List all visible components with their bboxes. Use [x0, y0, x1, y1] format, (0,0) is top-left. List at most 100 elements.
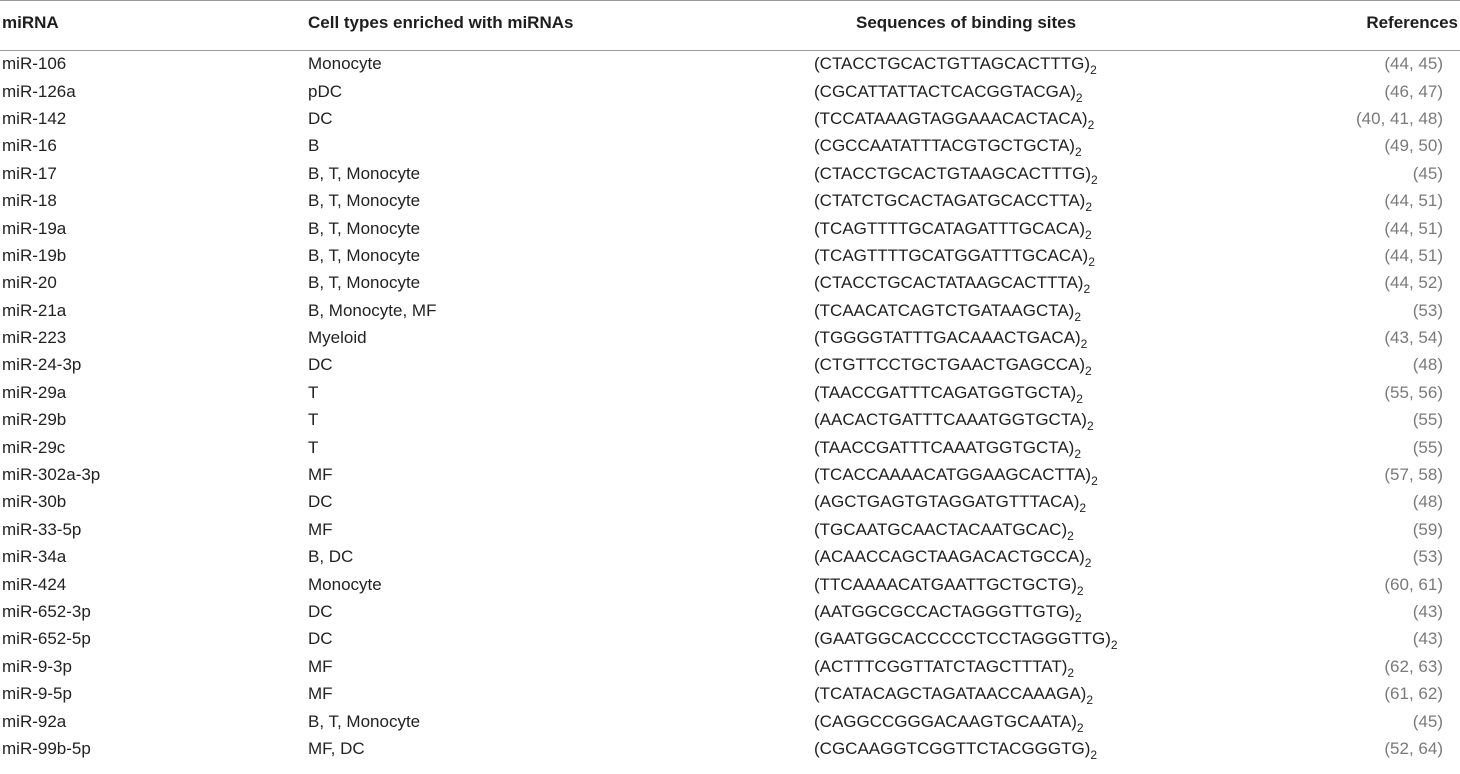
sequence-cell: (AACACTGATTTCAAATGGTGCTA)2 — [814, 407, 1272, 434]
reference-link[interactable]: 58 — [1418, 465, 1438, 485]
reference-link[interactable]: 55 — [1390, 382, 1409, 402]
cell-types-cell: T — [308, 410, 319, 430]
sequence-subscript: 2 — [1085, 364, 1092, 379]
references-cell: (57, 58) — [1384, 465, 1443, 485]
sequence-cell: (CTATCTGCACTAGATGCACCTTA)2 — [814, 187, 1272, 214]
cell-types-cell: DC — [308, 355, 333, 375]
reference-link[interactable]: 43 — [1418, 602, 1438, 621]
mirna-cell: miR-17 — [2, 163, 57, 183]
references-cell: (46, 47) — [1384, 81, 1443, 101]
reference-link[interactable]: 45 — [1418, 54, 1438, 74]
reference-link[interactable]: 56 — [1418, 382, 1438, 402]
reference-link[interactable]: 50 — [1418, 136, 1438, 156]
reference-link[interactable]: 45 — [1418, 711, 1438, 731]
sequence-text: (TAACCGATTTCAAATGGTGCTA) — [814, 437, 1075, 457]
reference-link[interactable]: 61 — [1418, 574, 1438, 594]
references-cell: (59) — [1412, 519, 1443, 539]
reference-link[interactable]: 62 — [1418, 684, 1438, 704]
sequence-cell: (TCATACAGCTAGATAACCAAAGA)2 — [814, 680, 1272, 707]
reference-link[interactable]: 54 — [1418, 328, 1438, 348]
reference-link[interactable]: 44 — [1390, 245, 1409, 265]
reference-link[interactable]: 44 — [1390, 54, 1409, 74]
reference-link[interactable]: 44 — [1390, 273, 1409, 293]
sequence-text: (CTACCTGCACTATAAGCACTTTA) — [814, 273, 1084, 293]
sequence-subscript: 2 — [1088, 254, 1095, 269]
reference-link[interactable]: 61 — [1390, 684, 1409, 704]
reference-link[interactable]: 48 — [1418, 355, 1438, 375]
cell-types-cell: B, T, Monocyte — [308, 273, 421, 293]
sequence-text: (AATGGCGCCACTAGGGTTGTG) — [814, 602, 1075, 621]
sequence-text: (AACACTGATTTCAAATGGTGCTA) — [814, 410, 1087, 430]
reference-link[interactable]: 45 — [1418, 163, 1438, 183]
reference-link[interactable]: 55 — [1418, 410, 1438, 430]
sequence-subscript: 2 — [1084, 556, 1092, 571]
reference-link[interactable]: 62 — [1390, 656, 1409, 676]
references-cell: (53) — [1412, 300, 1443, 320]
mirna-cell: miR-92a — [2, 711, 67, 731]
reference-link[interactable]: 44 — [1390, 191, 1409, 211]
reference-link[interactable]: 48 — [1418, 492, 1438, 512]
reference-link[interactable]: 44 — [1390, 218, 1409, 238]
reference-link[interactable]: 57 — [1390, 465, 1409, 485]
mirna-cell: miR-19a — [2, 218, 67, 238]
sequence-cell: (TGGGGTATTTGACAAACTGACA)2 — [814, 324, 1272, 351]
sequence-cell: (CTACCTGCACTGTTAGCACTTTG)2 — [814, 51, 1272, 78]
references-cell: (48) — [1412, 355, 1443, 375]
sequence-subscript: 2 — [1067, 665, 1075, 680]
header-row: miRNA Cell types enriched with miRNAs Se… — [0, 0, 1460, 51]
reference-link[interactable]: 52 — [1390, 738, 1409, 758]
sequence-cell: (TCAGTTTTGCATAGATTTGCACA)2 — [814, 215, 1272, 242]
reference-link[interactable]: 49 — [1390, 136, 1409, 156]
sequence-cell: (TCAACATCAGTCTGATAAGCTA)2 — [814, 297, 1272, 324]
header-cell-types: Cell types enriched with miRNAs — [308, 12, 574, 32]
mirna-cell: miR-652-3p — [2, 602, 91, 621]
reference-link[interactable]: 41 — [1390, 108, 1409, 128]
cell-types-cell: Monocyte — [308, 574, 382, 594]
sequence-text: (TAACCGATTTCAGATGGTGCTA) — [814, 382, 1077, 402]
sequence-cell: (TCAGTTTTGCATGGATTTGCACA)2 — [814, 242, 1272, 269]
cell-types-cell: MF — [308, 465, 333, 485]
reference-link[interactable]: 46 — [1390, 81, 1409, 101]
reference-link[interactable]: 55 — [1418, 437, 1438, 457]
reference-link[interactable]: 43 — [1390, 328, 1409, 348]
reference-link[interactable]: 60 — [1390, 574, 1409, 594]
sequence-subscript: 2 — [1085, 200, 1093, 215]
cell-types-cell: pDC — [308, 81, 343, 101]
mirna-cell: miR-424 — [2, 574, 67, 594]
reference-link[interactable]: 51 — [1418, 245, 1438, 265]
references-cell: (52, 64) — [1384, 738, 1443, 758]
reference-link[interactable]: 52 — [1418, 273, 1438, 293]
reference-link[interactable]: 48 — [1418, 108, 1438, 128]
reference-link[interactable]: 53 — [1418, 300, 1438, 320]
reference-link[interactable]: 51 — [1418, 191, 1438, 211]
reference-link[interactable]: 51 — [1418, 218, 1438, 238]
cell-types-cell: B, T, Monocyte — [308, 163, 421, 183]
reference-link[interactable]: 40 — [1361, 108, 1381, 128]
cell-types-cell: DC — [308, 108, 333, 128]
reference-link[interactable]: 64 — [1418, 738, 1438, 758]
mirna-cell: miR-19b — [2, 245, 67, 265]
reference-link[interactable]: 43 — [1418, 629, 1438, 649]
reference-link[interactable]: 47 — [1418, 81, 1438, 101]
reference-link[interactable]: 59 — [1418, 519, 1438, 539]
sequence-subscript: 2 — [1086, 419, 1094, 434]
header-mirna: miRNA — [2, 12, 59, 32]
sequence-cell: (TAACCGATTTCAGATGGTGCTA)2 — [814, 379, 1272, 406]
mirna-cell: miR-24-3p — [2, 355, 82, 375]
reference-link[interactable]: 53 — [1418, 547, 1438, 567]
sequence-cell: (TCCATAAAGTAGGAAACACTACA)2 — [814, 105, 1272, 132]
reference-link[interactable]: 63 — [1418, 656, 1438, 676]
cell-types-cell: B, Monocyte, MF — [308, 300, 437, 320]
cell-types-cell: T — [308, 382, 319, 402]
mirna-cell: miR-29a — [2, 382, 67, 402]
